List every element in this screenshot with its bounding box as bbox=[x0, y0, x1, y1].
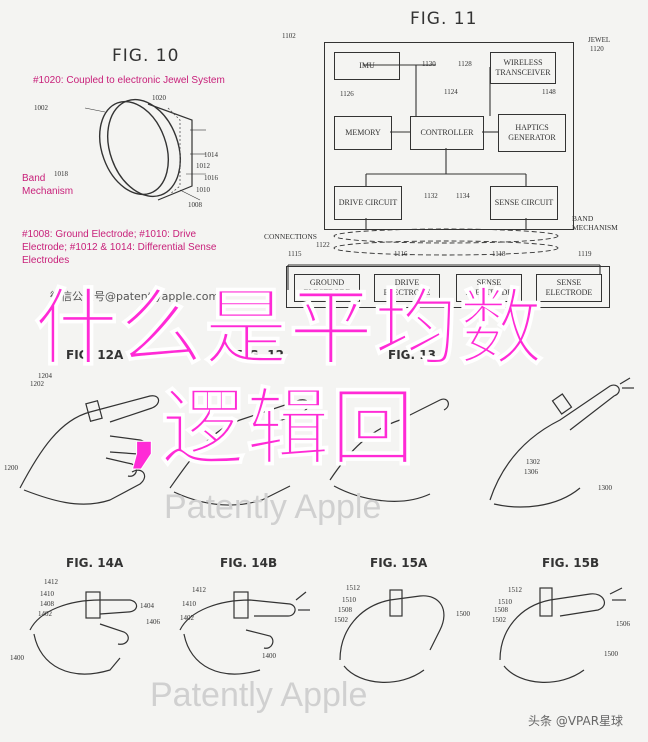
fig11-ref-1115: 1115 bbox=[288, 250, 302, 258]
fig11-ref-1102: 1102 bbox=[282, 32, 296, 40]
fig10-ref-1014: 1014 bbox=[204, 151, 218, 159]
fig10-ref-1010: 1010 bbox=[196, 186, 210, 194]
fig10-caption-bottom: #1008: Ground Electrode; #1010: Drive El… bbox=[22, 229, 217, 266]
source-line: 微信公众号@patentlyapple.com bbox=[50, 290, 220, 303]
fig10-ref-1008: 1008 bbox=[188, 201, 202, 209]
fig12-13-hand-drawings bbox=[19, 377, 634, 508]
fig11-sense-circuit-box: SENSE CIRCUIT bbox=[490, 186, 558, 220]
fig11-jewel-frame bbox=[324, 42, 574, 230]
fig13-ref-1302: 1302 bbox=[526, 458, 540, 466]
fig10-ring-drawing bbox=[84, 98, 206, 201]
fig11-ref-haptics: 1148 bbox=[542, 88, 556, 96]
fig15a-ref-1512: 1512 bbox=[346, 584, 360, 592]
fig11-connections-label: CONNECTIONS bbox=[264, 232, 317, 241]
fig11-sense-electrode-box-2: SENSE ELECTRODE bbox=[536, 274, 602, 302]
fig13-title: FIG. 13 bbox=[388, 348, 436, 362]
fig15b-title: FIG. 15B bbox=[542, 556, 600, 570]
fig12b-title: FIG. 12 bbox=[236, 348, 284, 362]
fig15b-ref-1502: 1502 bbox=[492, 616, 506, 624]
watermark-bottom: Patently Apple bbox=[150, 676, 368, 714]
fig15b-ref-1512: 1512 bbox=[508, 586, 522, 594]
fig14-15-hand-drawings bbox=[29, 587, 626, 683]
fig11-ref-imu: 1130 bbox=[422, 60, 436, 68]
fig11-ref-1116: 1116 bbox=[394, 250, 408, 258]
fig10-band-label: Band Mechanism bbox=[22, 173, 74, 197]
fig11-ground-electrode-box: GROUND ELECTRODE bbox=[294, 274, 360, 302]
fig14a-ref-1406: 1406 bbox=[146, 618, 160, 626]
fig15a-ref-1500: 1500 bbox=[456, 610, 470, 618]
fig11-ref-1119: 1119 bbox=[578, 250, 592, 258]
fig10-caption-top: #1020: Coupled to electronic Jewel Syste… bbox=[33, 75, 225, 86]
fig11-haptics-box: HAPTICS GENERATOR bbox=[498, 114, 566, 152]
watermark-middle: Patently Apple bbox=[164, 488, 382, 526]
fig10-ref-1018: 1018 bbox=[54, 170, 68, 178]
fig12a-ref-1204: 1204 bbox=[38, 372, 52, 380]
fig14a-ref-1402: 1402 bbox=[38, 610, 52, 618]
fig11-ref-drive: 1132 bbox=[424, 192, 438, 200]
fig15a-title: FIG. 15A bbox=[370, 556, 428, 570]
fig14a-ref-1404: 1404 bbox=[140, 602, 154, 610]
fig12a-ref-1202: 1202 bbox=[30, 380, 44, 388]
fig11-ref-sense: 1134 bbox=[456, 192, 470, 200]
fig15b-ref-1500: 1500 bbox=[604, 650, 618, 658]
fig14b-ref-1410: 1410 bbox=[182, 600, 196, 608]
fig10-title: FIG. 10 bbox=[112, 46, 180, 66]
fig11-drive-electrode-box: DRIVE ELECTRODE bbox=[374, 274, 440, 302]
fig11-jewel-label: JEWEL bbox=[588, 36, 611, 44]
fig10-ref-1002: 1002 bbox=[34, 104, 48, 112]
fig14a-ref-1410: 1410 bbox=[40, 590, 54, 598]
fig14a-ref-1408: 1408 bbox=[40, 600, 54, 608]
fig14a-title: FIG. 14A bbox=[66, 556, 124, 570]
fig13-ref-1306: 1306 bbox=[524, 468, 538, 476]
overlay-title-line-2: ,逻辑回 bbox=[128, 379, 416, 477]
fig10-ref-1016: 1016 bbox=[204, 174, 218, 182]
fig11-ref-controller: 1124 bbox=[444, 88, 458, 96]
fig11-ref-connections: 1122 bbox=[316, 241, 330, 249]
fig11-jewel-ref: 1120 bbox=[590, 45, 604, 53]
fig11-wireless-box: WIRELESS TRANSCEIVER bbox=[490, 52, 556, 84]
fig11-ref-memory: 1126 bbox=[340, 90, 354, 98]
fig14a-ref-1412: 1412 bbox=[44, 578, 58, 586]
fig11-sense-electrode-box-1: SENSE ELECTRODE bbox=[456, 274, 522, 302]
fig11-title: FIG. 11 bbox=[410, 9, 478, 29]
fig15a-ref-1510: 1510 bbox=[342, 596, 356, 604]
credit-text: 头条 @VPAR星球 bbox=[528, 714, 624, 728]
fig11-band-mechanism-label: BAND MECHANISM bbox=[572, 214, 618, 232]
fig10-ref-1012: 1012 bbox=[196, 162, 210, 170]
fig14b-ref-1412: 1412 bbox=[192, 586, 206, 594]
fig11-ref-wireless: 1128 bbox=[458, 60, 472, 68]
fig12a-title: FIG. 12A bbox=[66, 348, 124, 362]
fig11-controller-box: CONTROLLER bbox=[410, 116, 484, 150]
fig14b-ref-1402: 1402 bbox=[180, 614, 194, 622]
fig15b-ref-1508: 1508 bbox=[494, 606, 508, 614]
fig15a-ref-1502: 1502 bbox=[334, 616, 348, 624]
fig10-ref-1020: 1020 bbox=[152, 94, 166, 102]
fig11-connector-lines bbox=[287, 64, 601, 290]
overlay-title-line-1: 什么是平均数 bbox=[33, 279, 545, 377]
fig11-ref-1118: 1118 bbox=[492, 250, 506, 258]
fig12a-ref-1200: 1200 bbox=[4, 464, 18, 472]
fig13-ref-1300: 1300 bbox=[598, 484, 612, 492]
fig11-drive-circuit-box: DRIVE CIRCUIT bbox=[334, 186, 402, 220]
fig15b-ref-1506: 1506 bbox=[616, 620, 630, 628]
fig14b-ref-1400: 1400 bbox=[262, 652, 276, 660]
fig11-memory-box: MEMORY bbox=[334, 116, 392, 150]
fig11-electrode-frame bbox=[286, 266, 610, 308]
fig14a-ref-1400: 1400 bbox=[10, 654, 24, 662]
fig15a-ref-1508: 1508 bbox=[338, 606, 352, 614]
fig14b-title: FIG. 14B bbox=[220, 556, 278, 570]
fig15b-ref-1510: 1510 bbox=[498, 598, 512, 606]
